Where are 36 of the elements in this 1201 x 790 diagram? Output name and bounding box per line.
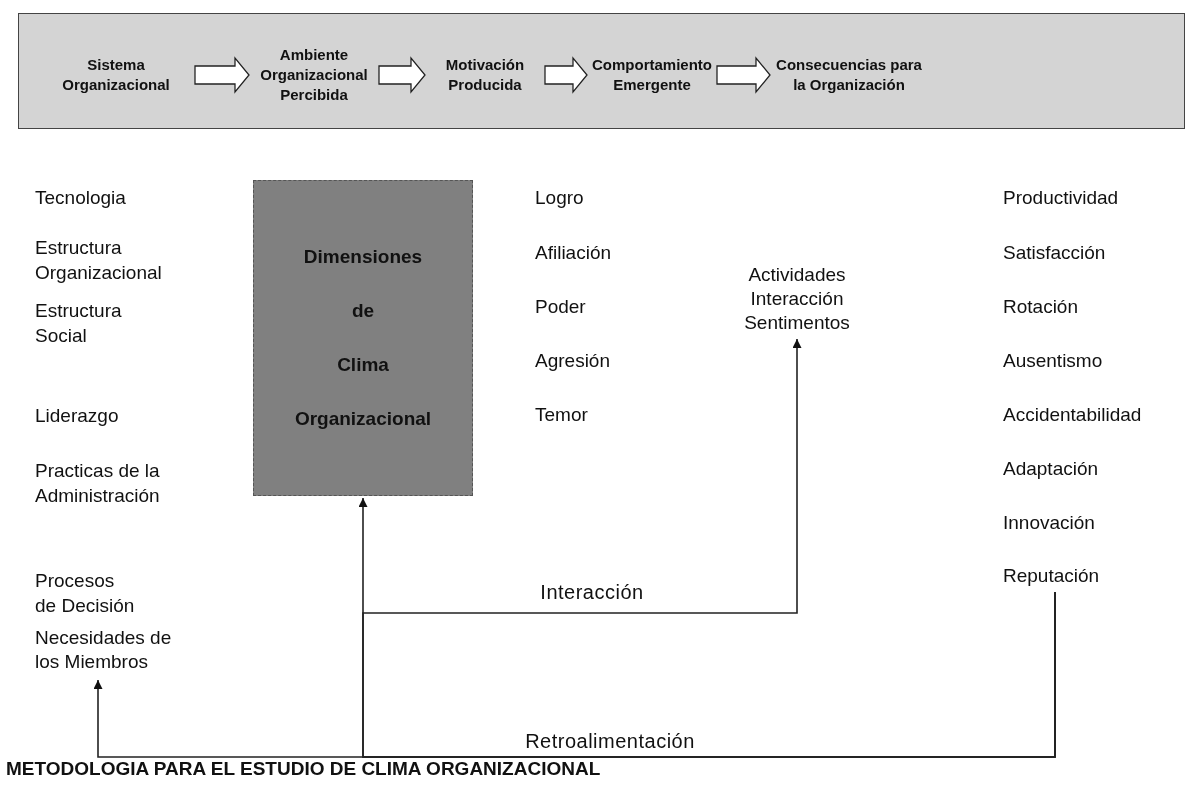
block-arrow	[194, 56, 250, 94]
factor-label: Logro	[535, 186, 584, 210]
factor-label: Tecnologia	[35, 186, 126, 210]
edge-label: Retroalimentación	[524, 729, 696, 754]
factor-label: Innovación	[1003, 511, 1095, 535]
factor-text: Reputación	[1003, 564, 1101, 588]
caption: METODOLOGIA PARA EL ESTUDIO DE CLIMA ORGANIZACIONAL	[6, 758, 601, 780]
factor-label: Adaptación	[1003, 457, 1099, 481]
factor-label: Rotación	[1003, 295, 1078, 319]
factor-label: Procesos de Decisión	[35, 569, 136, 618]
factor-label: Productividad	[1003, 186, 1119, 210]
factor-label: Temor	[535, 403, 588, 427]
step-label: Motivación Producida	[444, 55, 526, 95]
block-arrow	[716, 56, 771, 94]
factor-label: Estructura Organizacional	[35, 236, 163, 285]
factor-label: Liderazgo	[35, 404, 119, 428]
factor-text: Necesidades de los Miembros	[35, 626, 173, 674]
factor-text: Actividades Interacción Sentimentos	[743, 263, 851, 335]
block-arrow	[378, 56, 426, 94]
factor-label: Poder	[535, 295, 586, 319]
header-band	[18, 13, 1185, 129]
step-label: Consecuencias para la Organización	[775, 55, 923, 95]
factor-label: Ausentismo	[1003, 349, 1103, 373]
factor-label: Practicas de la Administración	[35, 459, 161, 508]
factor-label: Estructura Social	[35, 299, 123, 348]
factor-label: Satisfacción	[1003, 241, 1106, 265]
factor-label: Afiliación	[535, 241, 612, 265]
step-label: Sistema Organizacional	[61, 55, 171, 95]
step-label: Comportamiento Emergente	[591, 55, 713, 95]
edge-label: Interacción	[539, 580, 645, 605]
factor-label: Agresión	[535, 349, 610, 373]
step-label: Ambiente Organizacional Percibida	[259, 45, 369, 105]
dimension-box: Dimensiones de Clima Organizacional	[253, 180, 473, 496]
block-arrow	[544, 56, 588, 94]
factor-label: Accidentabilidad	[1003, 403, 1142, 427]
feedback-arrow	[362, 338, 1056, 758]
